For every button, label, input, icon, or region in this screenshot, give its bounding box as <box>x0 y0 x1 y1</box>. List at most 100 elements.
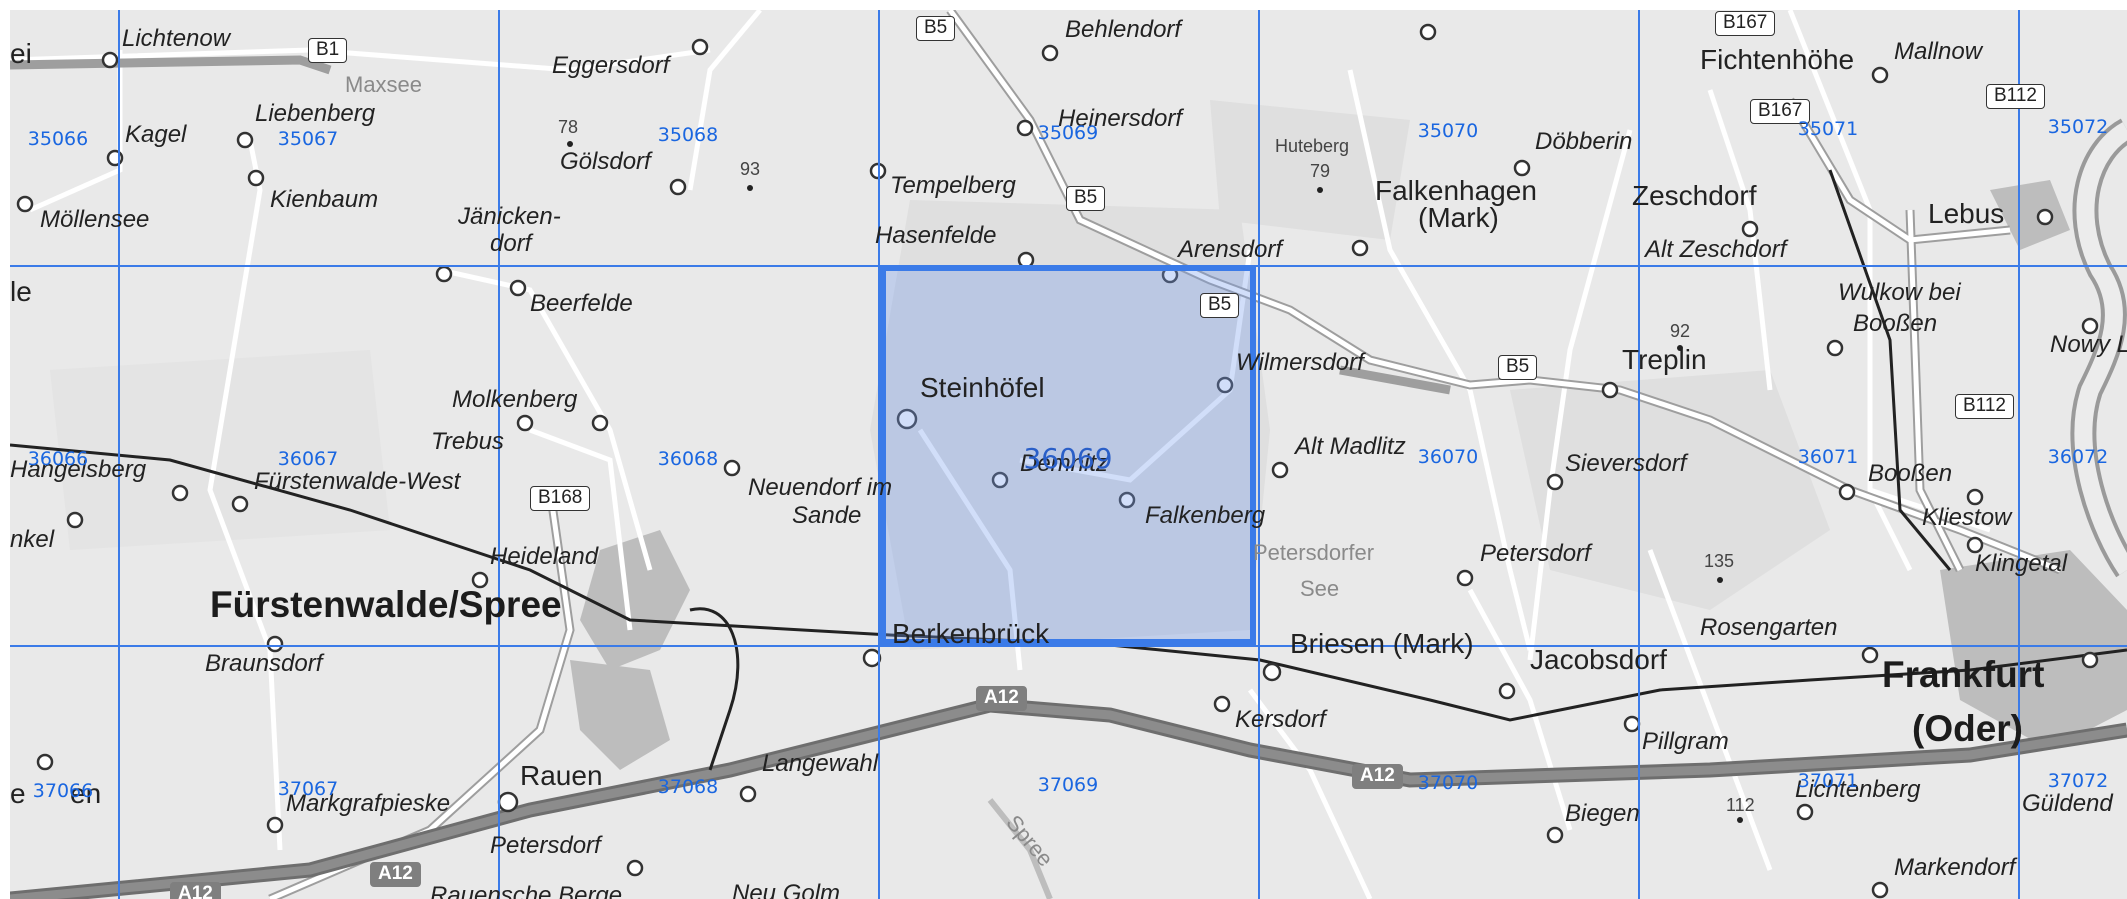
place-label: Markgrafpieske <box>286 790 451 817</box>
grid-cell-label[interactable]: 35068 <box>657 124 719 146</box>
place-label: Petersdorf <box>1480 540 1591 567</box>
place-label: Berkenbrück <box>892 618 1050 649</box>
place-label: See <box>1300 576 1340 601</box>
grid-cell-label[interactable]: 36072 <box>2047 446 2109 468</box>
grid-line-vertical <box>1638 10 1640 899</box>
grid-cell-label[interactable]: 37071 <box>1797 770 1859 792</box>
grid-cell-label[interactable]: 35072 <box>2047 116 2109 138</box>
place-label: Fürstenwalde-West <box>254 468 461 495</box>
place-label: Wilmersdorf <box>1236 349 1364 376</box>
place-label: Möllensee <box>40 206 150 233</box>
grid-cell-label[interactable]: 37070 <box>1417 772 1479 794</box>
road-shield-b112: B112 <box>1986 84 2045 109</box>
place-label: Kersdorf <box>1235 706 1326 733</box>
road-shield-a12: A12 <box>1352 764 1403 789</box>
place-label: Markendorf <box>1894 854 2016 881</box>
grid-line-vertical <box>2018 10 2020 899</box>
place-label: Arensdorf <box>1178 236 1283 263</box>
place-label: Huteberg <box>1275 136 1350 156</box>
place-label: Petersdorf <box>490 832 601 859</box>
grid-cell-label[interactable]: 35071 <box>1797 118 1859 140</box>
place-label: Neu Golm <box>732 880 841 899</box>
road-shield-b168: B168 <box>530 486 591 511</box>
selected-grid-cell[interactable] <box>880 265 1256 645</box>
place-label: Hasenfelde <box>875 222 997 249</box>
place-label: Neuendorf im <box>748 474 893 501</box>
elevation-label: 112 <box>1726 795 1755 815</box>
place-label: (Mark) <box>1418 202 1499 233</box>
place-label: e <box>10 778 26 809</box>
elevation-label: 92 <box>1670 321 1691 341</box>
place-label: ei <box>10 38 32 69</box>
grid-cell-label[interactable]: 35067 <box>277 128 339 150</box>
place-label: Kienbaum <box>270 186 379 213</box>
grid-line-vertical <box>118 10 120 899</box>
place-label: dorf <box>490 230 532 257</box>
place-label: Falkenhagen <box>1375 175 1537 206</box>
place-label: Fichtenhöhe <box>1700 44 1855 75</box>
place-label: (Oder) <box>1912 708 2023 749</box>
road-shield-b1: B1 <box>308 38 348 63</box>
place-label: Demnitz <box>1020 450 1109 477</box>
place-label: Rauensche Berge <box>430 882 623 899</box>
elevation-label: 79 <box>1310 161 1331 181</box>
place-label: Kliestow <box>1922 504 2012 531</box>
grid-line-vertical <box>498 10 500 899</box>
selected-cell-label[interactable]: 36069 <box>1023 442 1113 475</box>
place-label: Heinersdorf <box>1058 105 1183 132</box>
place-label: Rauen <box>520 760 603 791</box>
place-label: Liebenberg <box>255 100 376 127</box>
road-shield-b167: B167 <box>1750 99 1811 124</box>
place-label: en <box>70 778 102 809</box>
place-label: Eggersdorf <box>552 52 670 79</box>
place-label: Sieversdorf <box>1565 450 1687 477</box>
grid-cell-label[interactable]: 36066 <box>27 448 89 470</box>
place-label: Lebus <box>1928 198 2005 229</box>
place-label: nkel <box>10 526 55 553</box>
grid-line-vertical <box>1258 10 1260 899</box>
place-label: Beerfelde <box>530 290 633 317</box>
place-label: Zeschdorf <box>1632 180 1757 211</box>
grid-cell-label[interactable]: 37068 <box>657 776 719 798</box>
road-shield-b5: B5 <box>916 16 956 41</box>
place-label: Sande <box>792 502 862 529</box>
place-label: Booßen <box>1868 460 1953 487</box>
place-label: Klingetal <box>1975 550 2068 577</box>
map-base-layer <box>10 10 2127 899</box>
road-shield-b5: B5 <box>1498 355 1538 380</box>
map-view[interactable]: B1 B5 B5 B5 B5 B167 B167 B112 B112 B168 … <box>10 10 2127 899</box>
grid-cell-label[interactable]: 36068 <box>657 448 719 470</box>
grid-cell-label[interactable]: 35066 <box>27 128 89 150</box>
place-label: Alt Madlitz <box>1295 433 1406 460</box>
elevation-label: 93 <box>740 159 761 179</box>
place-label: Mallnow <box>1894 38 1983 65</box>
place-label: Molkenberg <box>452 386 578 413</box>
grid-line-vertical <box>878 10 880 899</box>
road-shield-b167: B167 <box>1715 11 1776 36</box>
grid-cell-label[interactable]: 35070 <box>1417 120 1479 142</box>
grid-cell-label[interactable]: 37067 <box>277 778 339 800</box>
place-label: Trebus <box>431 428 504 455</box>
grid-cell-label[interactable]: 37069 <box>1037 774 1099 796</box>
grid-cell-label[interactable]: 35069 <box>1037 122 1099 144</box>
place-label: Wulkow bei <box>1838 279 1961 306</box>
grid-line-horizontal <box>10 645 2127 647</box>
place-label: le <box>10 276 32 307</box>
place-label: Heideland <box>490 543 599 570</box>
place-label: Tempelberg <box>890 172 1016 199</box>
road-shield-a12: A12 <box>370 862 421 887</box>
grid-cell-label[interactable]: 37066 <box>32 780 94 802</box>
grid-cell-label[interactable]: 37072 <box>2047 770 2109 792</box>
elevation-label: 135 <box>1704 551 1735 571</box>
place-label: Treplin <box>1622 344 1707 375</box>
grid-cell-label[interactable]: 36070 <box>1417 446 1479 468</box>
grid-cell-label[interactable]: 36067 <box>277 448 339 470</box>
place-label: Kagel <box>125 121 187 148</box>
place-label: Gölsdorf <box>560 148 651 175</box>
place-label: Falkenberg <box>1145 502 1266 529</box>
place-label: Rosengarten <box>1700 614 1838 641</box>
grid-cell-label[interactable]: 36071 <box>1797 446 1859 468</box>
place-label: Frankfurt <box>1882 654 2045 695</box>
place-label: Hangelsberg <box>10 456 147 483</box>
elevation-label: 78 <box>558 117 579 137</box>
